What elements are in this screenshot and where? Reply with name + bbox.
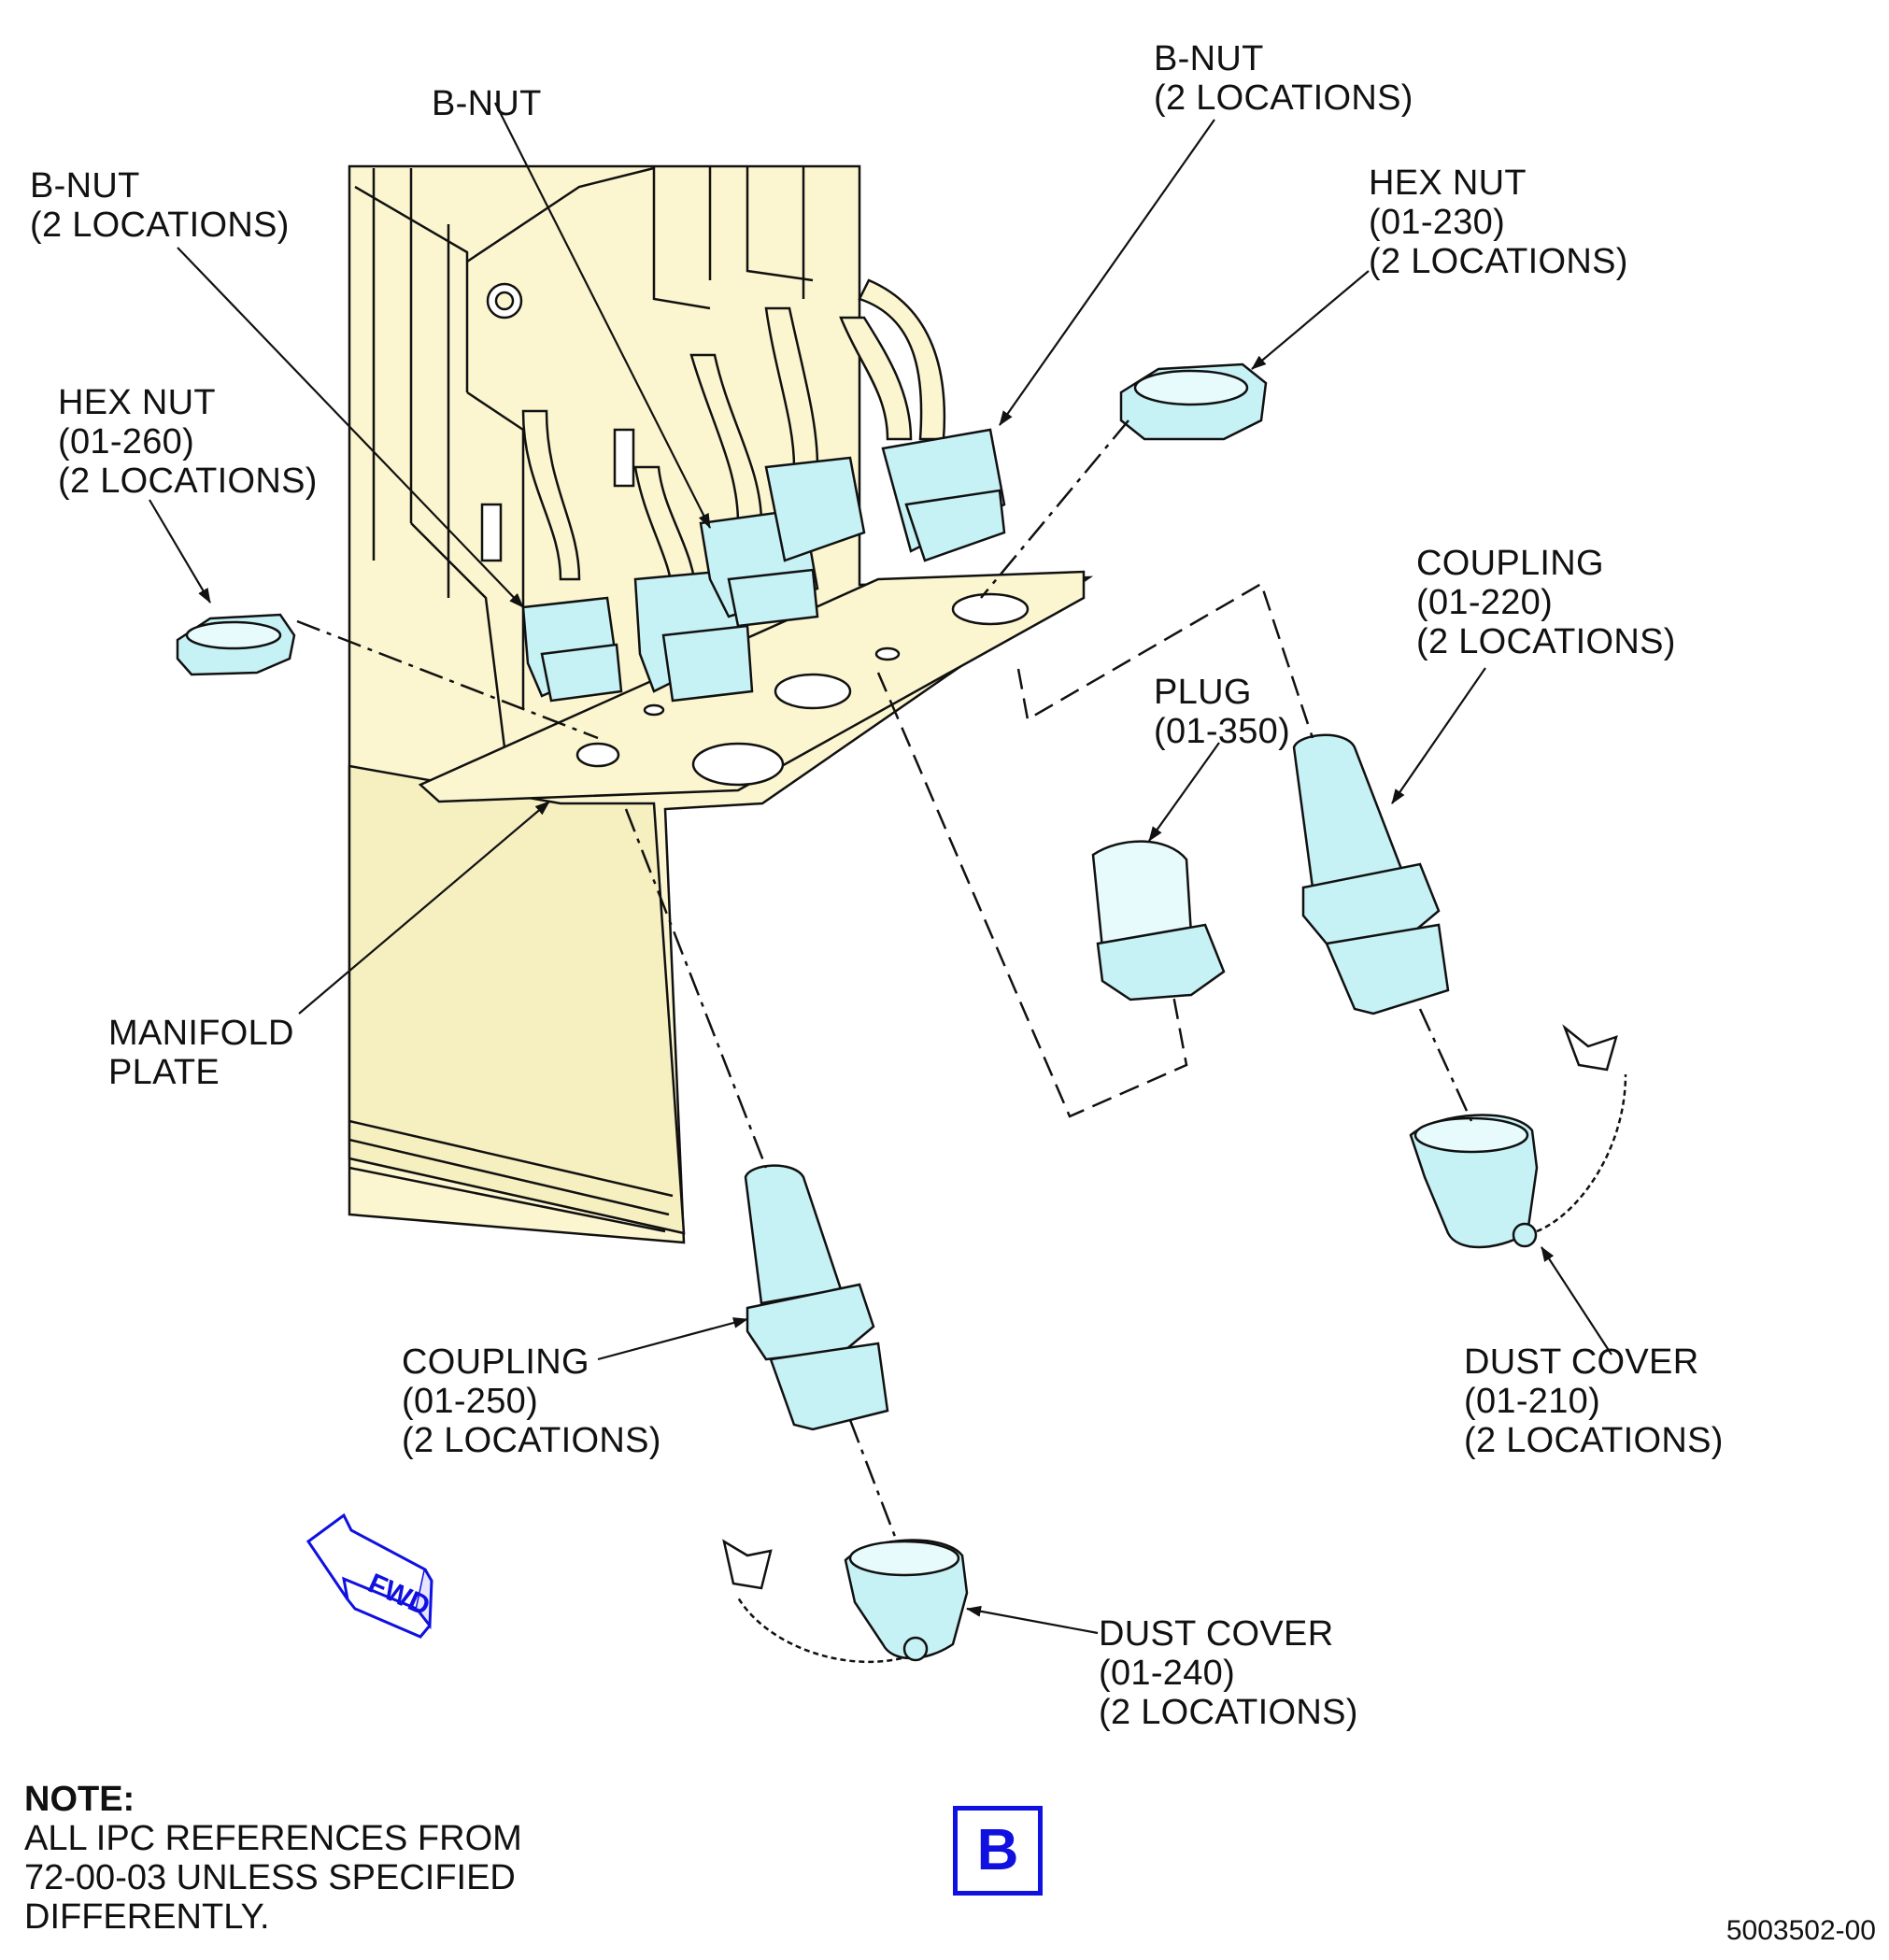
note-line: 72-00-03 UNLESS SPECIFIED <box>24 1858 516 1897</box>
label-b-nut-left: B-NUT (2 LOCATIONS) <box>30 166 290 245</box>
note-block: NOTE: ALL IPC REFERENCES FROM 72-00-03 U… <box>24 1780 522 1937</box>
coupling-left <box>744 1164 889 1431</box>
hex-nut-left <box>176 613 296 676</box>
label-coupling-left: COUPLING (01-250) (2 LOCATIONS) <box>402 1342 661 1460</box>
label-dust-cover-left: DUST COVER (01-240) (2 LOCATIONS) <box>1099 1614 1358 1732</box>
label-manifold-plate: MANIFOLD PLATE <box>108 1014 294 1092</box>
hex-nut-right <box>1119 362 1268 441</box>
label-hex-nut-right: HEX NUT (01-230) (2 LOCATIONS) <box>1369 163 1628 281</box>
note-line: ALL IPC REFERENCES FROM <box>24 1819 522 1858</box>
figure-number: 5003502-00 <box>1726 1915 1876 1946</box>
label-hex-nut-left: HEX NUT (01-260) (2 LOCATIONS) <box>58 383 318 501</box>
centerlines <box>296 419 1473 1542</box>
plug-part <box>1091 840 1226 1001</box>
label-dust-cover-right: DUST COVER (01-210) (2 LOCATIONS) <box>1464 1342 1724 1460</box>
label-b-nut-top-right: B-NUT (2 LOCATIONS) <box>1154 39 1413 118</box>
note-line: DIFFERENTLY. <box>24 1897 270 1937</box>
fwd-arrow-icon <box>305 1513 433 1639</box>
note-title: NOTE: <box>24 1780 135 1819</box>
coupling-right <box>1292 733 1450 1016</box>
hidden-lines <box>876 582 1314 1118</box>
label-b-nut-top: B-NUT <box>432 84 542 123</box>
view-letter-box: B <box>953 1806 1043 1896</box>
label-plug: PLUG (01-350) <box>1154 673 1291 751</box>
label-coupling-right: COUPLING (01-220) (2 LOCATIONS) <box>1416 544 1676 661</box>
dust-cover-left <box>722 1539 969 1664</box>
leader-lines <box>149 102 1612 1635</box>
b-nuts-installed <box>521 428 1006 703</box>
